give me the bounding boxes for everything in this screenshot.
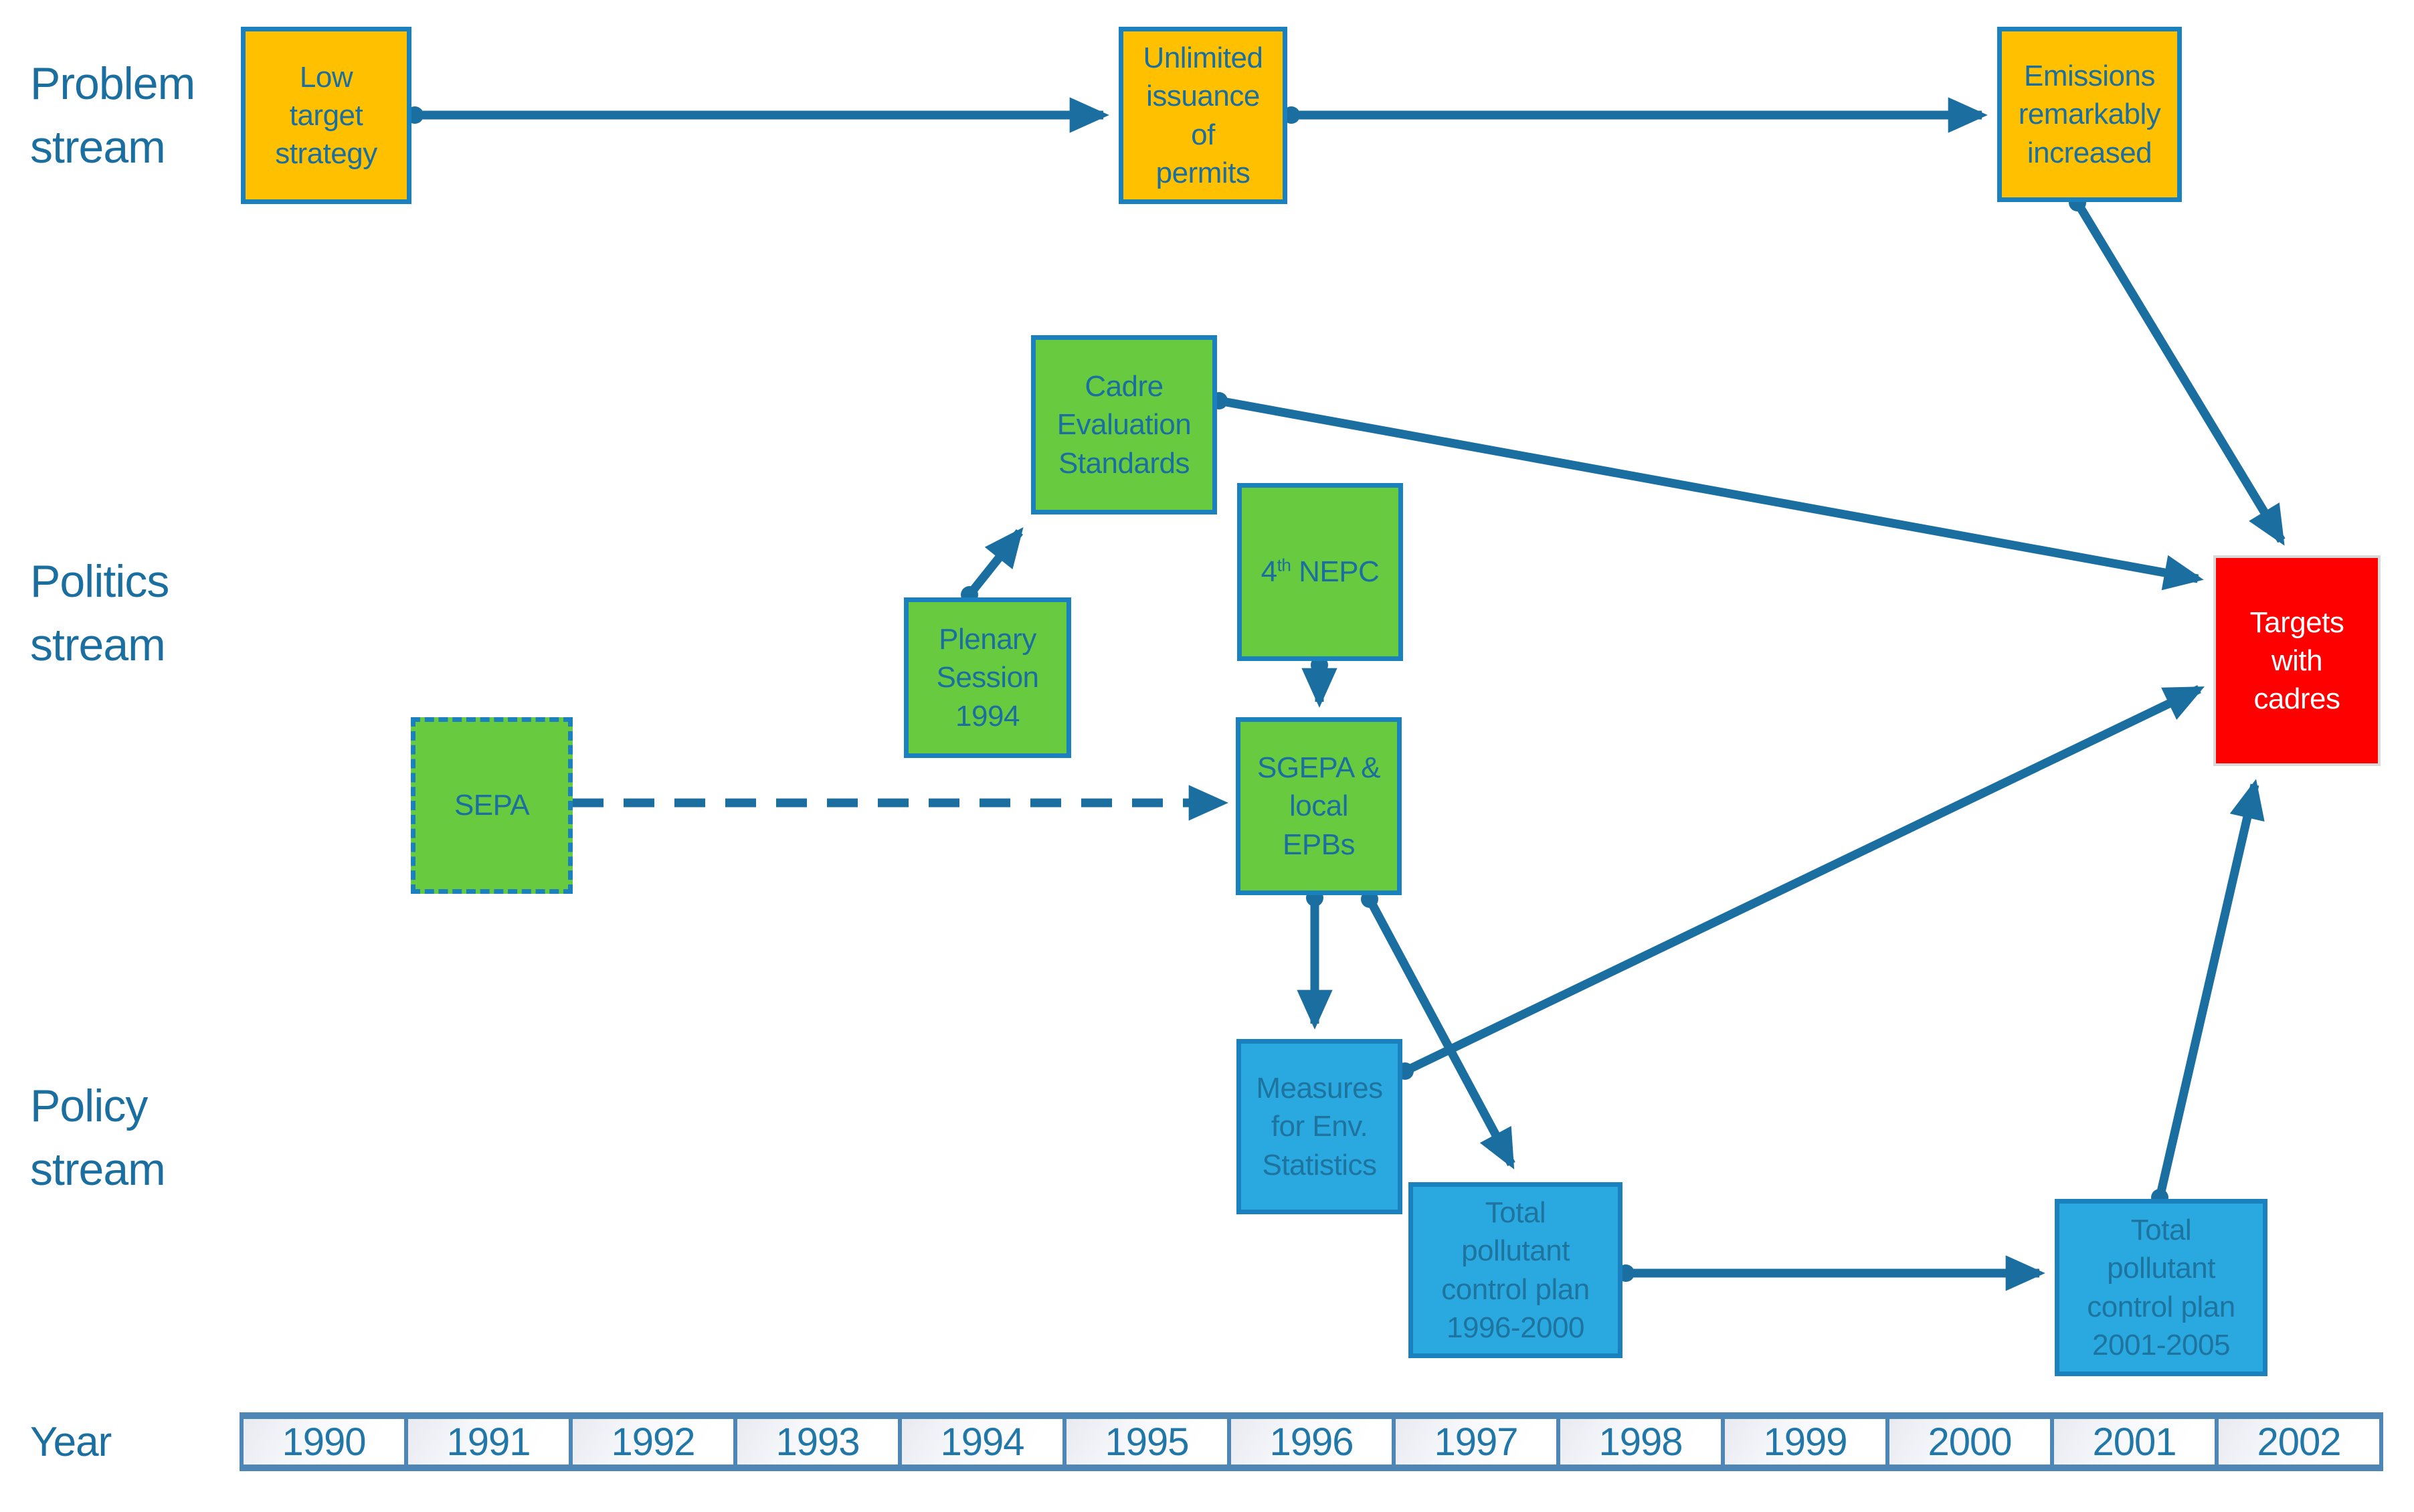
node-label: Low target strategy (275, 60, 377, 171)
node-label: SGEPA & local EPBs (1257, 751, 1381, 861)
arrow-plan0105-to-targets (2155, 779, 2265, 1199)
policy-stream-label: Policy stream (30, 1080, 166, 1196)
node-low-target-strategy: Low target strategy (241, 27, 411, 204)
node-label: Cadre Evaluation Standards (1056, 370, 1192, 480)
node-targets-with-cadres: Targets with cadres (2213, 555, 2381, 766)
node-4th-nepc: 4th NEPC (1237, 483, 1403, 661)
node-sgepa-local-epbs: SGEPA & local EPBs (1236, 717, 1402, 895)
nepc-acronym: NEPC (1291, 555, 1380, 589)
node-cadre-evaluation-standards: Cadre Evaluation Standards (1031, 335, 1217, 514)
node-measures-for-env-statistics: Measures for Env. Statistics (1236, 1039, 1402, 1214)
year-cell-1998: 1998 (1556, 1412, 1725, 1471)
node-label: Targets with cadres (2249, 605, 2344, 716)
node-sepa: SEPA (411, 717, 573, 894)
year-cell-2001: 2001 (2050, 1412, 2219, 1471)
arrow-plenary-to-cadre (965, 527, 1024, 598)
node-label: Plenary Session 1994 (936, 623, 1039, 733)
node-label: Measures for Env. Statistics (1256, 1072, 1383, 1182)
node-label: Total pollutant control plan 2001-2005 (2087, 1214, 2235, 1361)
arrow-sgepa-to-plan9600 (1366, 896, 1515, 1169)
node-unlimited-issuance-of-permits: Unlimited issuance of permits (1119, 27, 1287, 204)
node-label: SEPA (454, 789, 530, 822)
year-cell-1992: 1992 (569, 1412, 737, 1471)
nepc-number: 4 (1261, 555, 1277, 589)
year-cell-1999: 1999 (1721, 1412, 1889, 1471)
node-plenary-session-1994: Plenary Session 1994 (904, 597, 1071, 758)
year-cell-2002: 2002 (2215, 1412, 2383, 1471)
year-cell-1991: 1991 (404, 1412, 573, 1471)
year-cell-1997: 1997 (1392, 1412, 1560, 1471)
politics-stream-label: Politics stream (30, 556, 169, 671)
node-label: Emissions remarkably increased (2018, 60, 2161, 169)
year-axis: 1990 1991 1992 1993 1994 1995 1996 1997 … (240, 1412, 2383, 1471)
node-label: Total pollutant control plan 1996-2000 (1441, 1196, 1590, 1344)
arrow-cadre-to-targets (1218, 396, 2204, 591)
year-cell-1996: 1996 (1227, 1412, 1396, 1471)
node-total-pollutant-control-plan-2001-2005: Total pollutant control plan 2001-2005 (2055, 1199, 2267, 1376)
node-emissions-remarkably-increased: Emissions remarkably increased (1997, 27, 2182, 202)
year-cell-1990: 1990 (240, 1412, 408, 1471)
node-label: Unlimited issuance of permits (1143, 41, 1263, 189)
year-cell-1994: 1994 (898, 1412, 1066, 1471)
problem-stream-label: Problem stream (30, 58, 195, 173)
node-total-pollutant-control-plan-1996-2000: Total pollutant control plan 1996-2000 (1408, 1182, 1622, 1358)
arrow-emissions-to-targets (2073, 200, 2286, 546)
year-axis-label: Year (30, 1419, 112, 1465)
node-label: 4th NEPC (1256, 553, 1385, 591)
year-cell-1995: 1995 (1062, 1412, 1231, 1471)
year-cell-2000: 2000 (1885, 1412, 2054, 1471)
nepc-ordinal-suffix: th (1277, 555, 1291, 575)
arrow-measures-to-targets (1403, 685, 2205, 1075)
year-cell-1993: 1993 (733, 1412, 902, 1471)
